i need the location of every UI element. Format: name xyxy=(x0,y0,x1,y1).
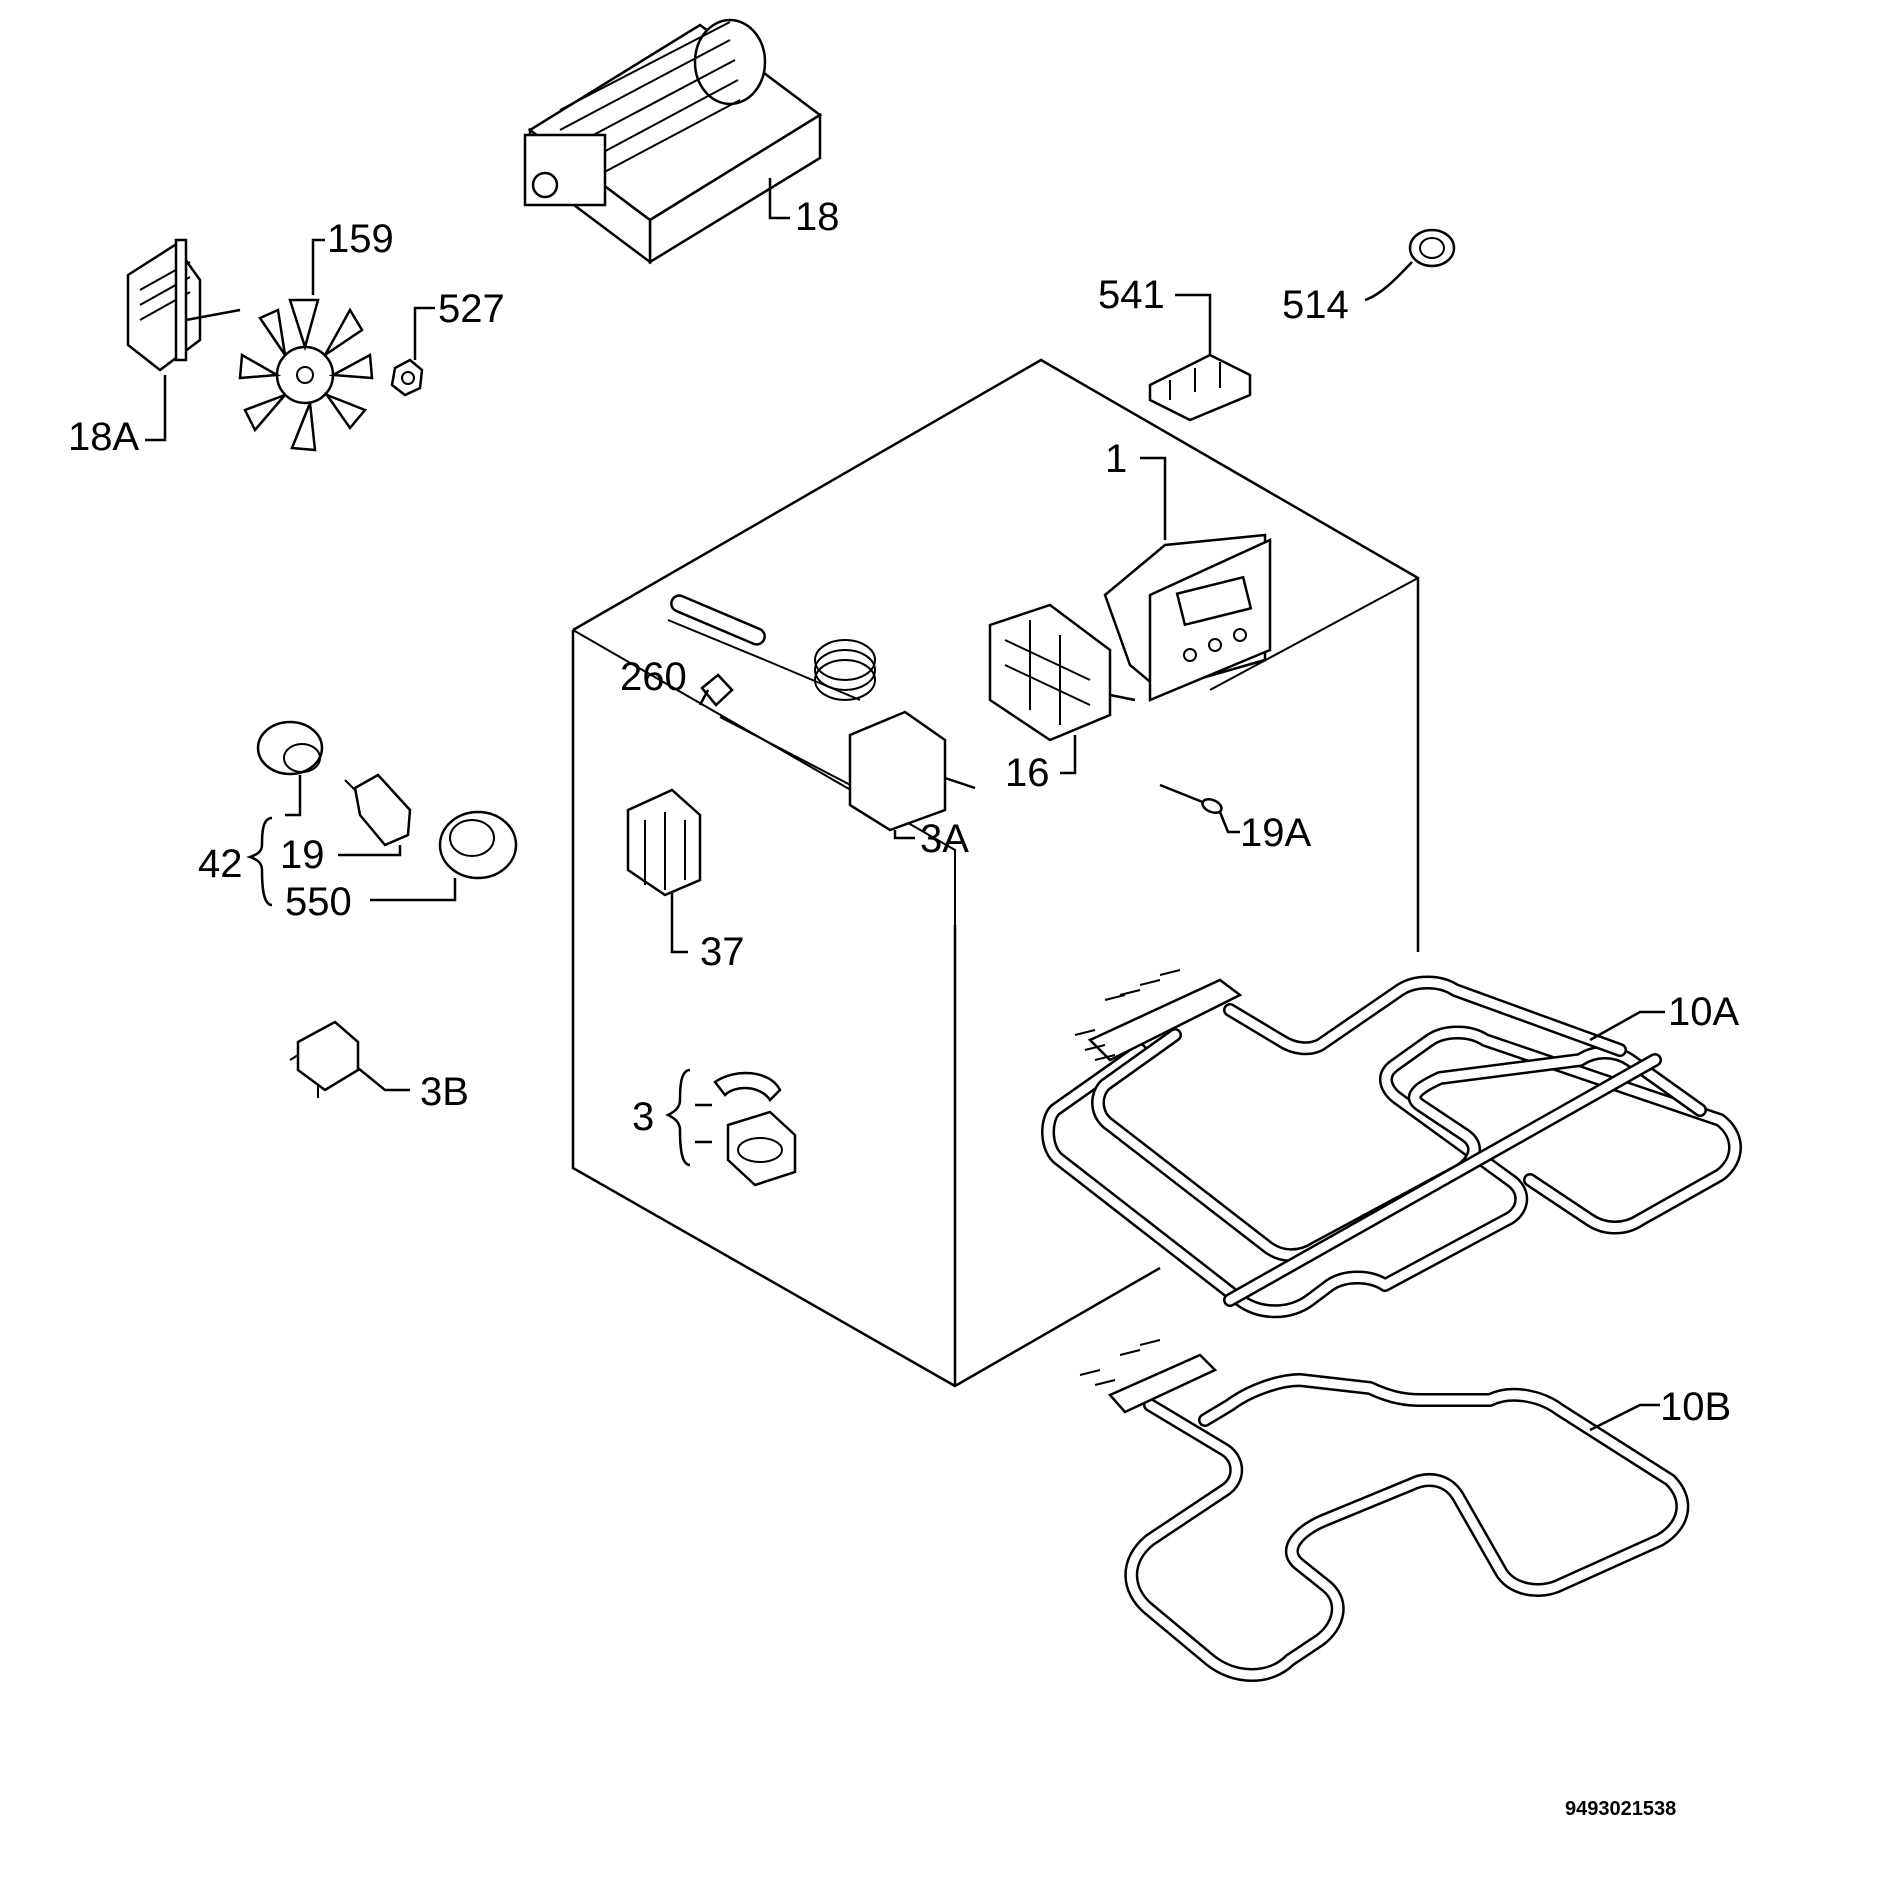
part-label-42: 42 xyxy=(198,842,243,886)
fan-nut-part xyxy=(390,306,435,397)
safety-thermostat-part xyxy=(289,1020,410,1098)
part-label-159: 159 xyxy=(327,217,394,261)
group-3-bracket xyxy=(665,1068,712,1167)
part-label-550: 550 xyxy=(285,880,352,924)
lamp-holder-part xyxy=(256,720,324,817)
part-label-3b: 3B xyxy=(420,1070,469,1114)
group-42-bracket xyxy=(246,816,273,907)
lamp-lens-part xyxy=(370,810,518,902)
grommet-part xyxy=(1364,228,1456,302)
part-label-18: 18 xyxy=(795,195,840,239)
part-label-16: 16 xyxy=(1005,751,1050,795)
drawing-code: 9493021538 xyxy=(1565,1798,1676,1820)
part-label-3: 3 xyxy=(632,1095,654,1139)
tangential-fan-part xyxy=(523,18,823,265)
part-label-19a: 19A xyxy=(1240,811,1311,855)
part-label-3a: 3A xyxy=(920,817,969,861)
part-label-10b: 10B xyxy=(1660,1385,1731,1429)
part-label-18a: 18A xyxy=(68,415,139,459)
connector-clip-part xyxy=(1148,293,1252,422)
cut-out-thermostat-part xyxy=(726,1110,797,1187)
selector-switch-part xyxy=(988,603,1136,775)
leader-lines xyxy=(698,689,710,706)
part-label-527: 527 xyxy=(438,287,505,331)
part-label-1: 1 xyxy=(1105,437,1127,481)
part-label-10a: 10A xyxy=(1668,990,1739,1034)
temperature-sensor-part xyxy=(1159,783,1240,834)
part-label-514: 514 xyxy=(1282,283,1349,327)
base-element-part xyxy=(1079,1339,1690,1682)
lamp-bulb-part xyxy=(338,773,412,857)
clip-part xyxy=(713,1071,782,1102)
part-label-260: 260 xyxy=(620,655,687,699)
part-label-19: 19 xyxy=(280,833,325,877)
part-label-37: 37 xyxy=(700,930,745,974)
fan-motor-part xyxy=(126,238,241,442)
grill-element-part xyxy=(1041,969,1742,1319)
small-connector-part xyxy=(700,673,734,707)
fan-blade-part xyxy=(238,238,374,452)
thermostat-part xyxy=(667,594,976,840)
programmer-display-part xyxy=(1103,456,1272,702)
part-label-541: 541 xyxy=(1098,273,1165,317)
terminal-block-part xyxy=(626,788,702,954)
